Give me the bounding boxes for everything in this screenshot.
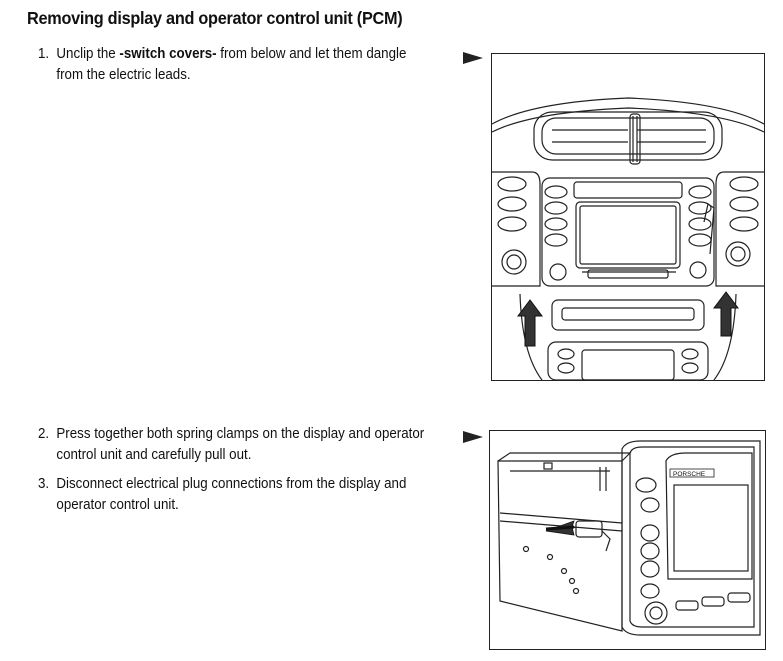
step-1-number: 1. — [38, 46, 50, 62]
page-title: Removing display and operator control un… — [27, 8, 403, 28]
step-1-text-before: Unclip the — [56, 46, 120, 62]
figure-unit-side-view: PORSCHE — [489, 430, 766, 650]
arrow-up-icon — [517, 291, 739, 347]
step-3-text: Disconnect electrical plug connections f… — [56, 476, 407, 513]
brand-label-box — [669, 468, 715, 478]
step-1-text-after: from below and let them dangle from the … — [56, 46, 407, 83]
unit-brand-text: PORSCHE — [673, 471, 706, 478]
step-2-number: 2. — [38, 426, 50, 442]
step-3-number: 3. — [38, 476, 50, 492]
step-3: 3. Disconnect electrical plug connection… — [38, 474, 424, 515]
figure-pointer-icon — [463, 431, 483, 443]
step-2-text: Press together both spring clamps on the… — [56, 426, 425, 463]
figure-pointer-icon — [463, 52, 483, 64]
unit-illustration: PORSCHE — [497, 440, 761, 636]
figure-console-front-view — [491, 53, 765, 381]
console-illustration — [492, 97, 764, 380]
arrow-right-icon — [545, 520, 575, 536]
step-1-text: Unclip the -switch covers- from below an… — [38, 44, 424, 85]
step-2: 2. Press together both spring clamps on … — [38, 424, 424, 465]
step-1-emphasis: -switch covers- — [119, 46, 217, 62]
step-1: 1. Unclip the -switch covers- from below… — [38, 44, 424, 85]
